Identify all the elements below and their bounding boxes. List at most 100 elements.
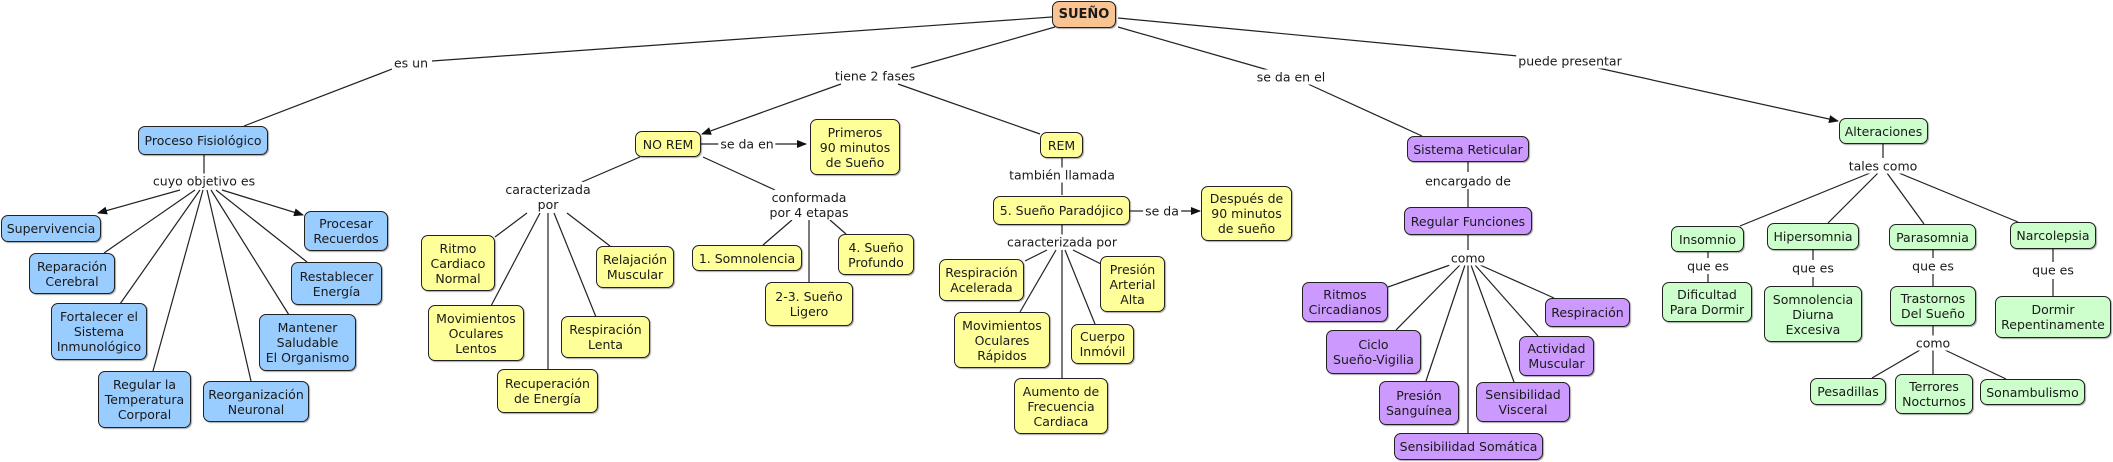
concept-respiracion[interactable]: Respiración [1545,298,1630,327]
concept-rem[interactable]: REM [1040,132,1083,158]
edge [1944,349,2007,380]
link-que-es-narcolepsia: que es [2030,262,2076,278]
concept-actividad-muscular[interactable]: Actividad Muscular [1519,336,1594,376]
link-como-funciones: como [1448,250,1488,266]
edge [762,219,793,246]
concept-parasomnia[interactable]: Parasomnia [1889,224,1976,250]
concept-reparacion-cerebral[interactable]: Reparación Cerebral [29,253,115,294]
link-es-un: es un [391,55,431,71]
edge [210,189,290,316]
concept-alteraciones[interactable]: Alteraciones [1839,118,1928,144]
link-se-da-en-el: se da en el [1254,69,1328,85]
link-que-es-parasomnia: que es [1910,258,1956,274]
edge [910,26,1056,69]
edge [431,16,1053,62]
edge [103,189,196,254]
concept-recuperacion-energia[interactable]: Recuperación de Energía [497,369,598,413]
link-que-es-hipersomnia: que es [1790,260,1836,276]
concept-despues-90-minutos[interactable]: Después de 90 minutos de sueño [1201,186,1292,241]
link-que-es-insomnio: que es [1685,258,1731,274]
concept-sueno-profundo[interactable]: 4. Sueño Profundo [838,234,914,275]
edge [1387,264,1451,288]
concept-aumento-frecuencia[interactable]: Aumento de Frecuencia Cardiaca [1014,378,1108,434]
concept-dormir-repentinamente[interactable]: Dormir Repentinamente [1995,296,2111,338]
link-cuyo-objetivo-es: cuyo objetivo es [150,173,258,189]
edge [1739,172,1871,227]
edge [581,156,641,183]
edge [1886,172,1925,225]
link-tales-como: tales como [1846,158,1920,174]
edge [1425,264,1466,382]
edge [1474,264,1539,337]
edge [97,189,181,215]
edge [701,83,842,135]
edge [897,83,1041,135]
edge [1898,172,2019,223]
concept-trastornos-sueno[interactable]: Trastornos Del Sueño [1890,286,1976,326]
concept-respiracion-lenta[interactable]: Respiración Lenta [561,316,650,358]
edge [221,189,304,217]
edge [1019,249,1057,313]
link-caracterizada-por-norem: caracterizada por [503,182,593,212]
concept-movimientos-rapidos[interactable]: Movimientos Oculares Rápidos [954,312,1050,368]
concept-sonambulismo[interactable]: Sonambulismo [1980,379,2085,405]
concept-regular-funciones[interactable]: Regular Funciones [1404,207,1532,235]
edge [1117,17,1519,57]
link-se-da-en: se da en [718,136,776,152]
edge [1064,249,1096,325]
edge [1827,172,1879,224]
concept-no-rem[interactable]: NO REM [635,131,701,157]
edge [490,212,541,307]
edge [1307,83,1423,137]
concept-somnolencia[interactable]: 1. Somnolencia [692,245,802,271]
concept-primeros-90-minutos[interactable]: Primeros 90 minutos de Sueño [810,119,900,175]
edge [553,212,597,318]
link-se-da: se da [1143,203,1181,219]
concept-fortalecer-sistema[interactable]: Fortalecer el Sistema Inmunológico [51,303,147,360]
concept-ciclo-sueno-vigilia[interactable]: Ciclo Sueño-Vigilia [1326,330,1421,374]
edge [119,189,201,305]
edge [1871,349,1921,379]
concept-mantener-saludable[interactable]: Mantener Saludable El Organismo [259,314,356,371]
concept-regular-temperatura[interactable]: Regular la Temperatura Corporal [98,371,191,428]
edge [152,189,204,372]
link-puede-presentar: puede presentar [1516,53,1624,69]
concept-sensibilidad-somatica[interactable]: Sensibilidad Somática [1394,433,1543,460]
concept-presion-arterial-alta[interactable]: Presión Arterial Alta [1100,256,1165,312]
link-tiene-2-fases: tiene 2 fases [832,68,918,84]
concept-cuerpo-inmovil[interactable]: Cuerpo Inmóvil [1071,324,1134,364]
concept-restablecer-energia[interactable]: Restablecer Energía [291,262,382,305]
concept-procesar-recuerdos[interactable]: Procesar Recuerdos [304,211,388,251]
concept-reorganizacion-neuronal[interactable]: Reorganización Neuronal [203,381,309,422]
link-caracterizada-por-rem: caracterizada por [1005,234,1119,250]
link-encargado-de: encargado de [1423,173,1513,189]
concept-somnolencia-diurna[interactable]: Somnolencia Diurna Excesiva [1764,286,1862,342]
concept-supervivencia[interactable]: Supervivencia [1,215,101,242]
concept-terrores-nocturnos[interactable]: Terrores Nocturnos [1895,374,1973,414]
edge [1597,67,1839,123]
concept-sensibilidad-visceral[interactable]: Sensibilidad Visceral [1476,382,1570,422]
concept-relajacion-muscular[interactable]: Relajación Muscular [596,246,674,288]
link-como-trastornos: como [1913,335,1953,351]
concept-sueno-ligero[interactable]: 2-3. Sueño Ligero [765,282,853,326]
concept-hipersomnia[interactable]: Hipersomnia [1767,223,1859,250]
concept-pesadillas[interactable]: Pesadillas [1810,378,1886,405]
concept-narcolepsia[interactable]: Narcolepsia [2010,222,2096,249]
concept-ritmos-circadianos[interactable]: Ritmos Circadianos [1302,282,1388,322]
concept-sistema-reticular[interactable]: Sistema Reticular [1407,136,1529,162]
concept-proceso-fisiologico[interactable]: Proceso Fisiológico [138,126,268,155]
concept-sueno-paradojico[interactable]: 5. Sueño Paradójico [993,196,1130,225]
concept-respiracion-acelerada[interactable]: Respiración Acelerada [939,259,1024,301]
edge [494,212,528,238]
edge [1024,249,1048,262]
concept-dificultad-dormir[interactable]: Dificultad Para Dormir [1662,282,1752,322]
concept-movimientos-lentos[interactable]: Movimientos Oculares Lentos [428,305,524,361]
concept-insomnio[interactable]: Insomnio [1671,226,1744,252]
edge [829,219,847,235]
edge [1479,264,1555,299]
concept-sueno[interactable]: SUEÑO [1052,1,1116,28]
concept-ritmo-cardiaco-normal[interactable]: Ritmo Cardiaco Normal [421,235,495,291]
edge [566,212,611,247]
concept-presion-sanguinea[interactable]: Presión Sanguínea [1379,381,1459,425]
